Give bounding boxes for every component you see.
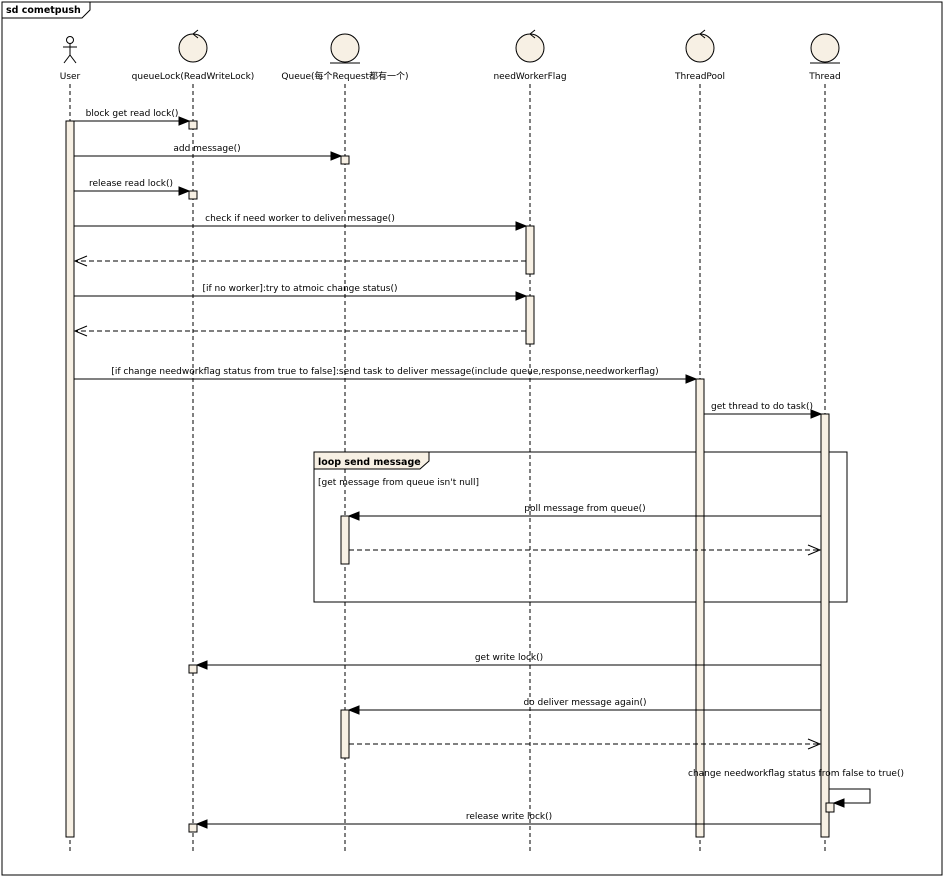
activation-needworkerflag-1 <box>525 225 535 275</box>
activation-queuelock-1 <box>188 120 198 130</box>
activation-queuelock-4 <box>188 823 198 833</box>
return-message-1 <box>73 255 526 267</box>
actor-icon <box>63 36 77 64</box>
activation-queue-1 <box>340 155 350 165</box>
lifeline-label-threadpool: ThreadPool <box>674 72 725 82</box>
message-label: get write lock() <box>475 653 543 663</box>
entity-icon <box>810 33 840 64</box>
message-add-message: add message() <box>74 144 343 161</box>
message-label: block get read lock() <box>86 109 179 119</box>
control-icon <box>178 29 208 63</box>
message-label: change needworkflag status from false to… <box>688 769 904 779</box>
lifeline-label-queue: Queue(每个Request都有一个) <box>281 70 408 82</box>
message-label: add message() <box>173 144 240 154</box>
lifeline-label-needworkerflag: needWorkerFlag <box>493 72 566 82</box>
message-release-read-lock: release read lock() <box>74 179 191 196</box>
lifeline-needworkerflag: needWorkerFlag <box>493 29 567 852</box>
activation-queue-2 <box>340 515 350 565</box>
messages: block get read lock() add message() rele… <box>73 109 904 829</box>
loop-title: loop send message <box>318 457 421 468</box>
message-poll-message: poll message from queue() <box>347 504 821 521</box>
message-label: check if need worker to deliver message(… <box>205 214 395 224</box>
message-label: release write lock() <box>466 812 552 822</box>
loop-fragment: loop send message [get message from queu… <box>313 451 848 603</box>
message-label: [if no worker]:try to atmoic change stat… <box>203 284 398 294</box>
message-check-need-worker: check if need worker to deliver message(… <box>74 214 528 231</box>
activation-threadpool <box>695 378 705 838</box>
message-label: [if change needworkflag status from true… <box>111 367 658 377</box>
message-label: poll message from queue() <box>524 504 645 514</box>
return-message-2 <box>73 325 526 337</box>
message-release-write-lock: release write lock() <box>195 812 821 829</box>
message-try-change-status: [if no worker]:try to atmoic change stat… <box>74 284 528 301</box>
activation-thread-self <box>825 802 835 813</box>
activation-thread <box>820 413 830 838</box>
lifeline-queuelock: queueLock(ReadWriteLock) <box>132 29 255 852</box>
control-icon <box>685 29 715 63</box>
message-block-get-read-lock: block get read lock() <box>74 109 191 126</box>
activation-user <box>65 120 75 838</box>
message-label: release read lock() <box>89 179 173 189</box>
return-message-3 <box>349 544 822 556</box>
message-deliver-again: do deliver message again() <box>347 698 821 715</box>
activation-queue-3 <box>340 709 350 759</box>
message-get-thread: get thread to do task() <box>704 402 823 419</box>
return-message-4 <box>349 738 822 750</box>
message-label: do deliver message again() <box>523 698 646 708</box>
activation-needworkerflag-2 <box>525 295 535 345</box>
control-icon <box>515 29 545 63</box>
message-send-task: [if change needworkflag status from true… <box>74 367 698 384</box>
activations <box>65 120 835 838</box>
entity-icon <box>330 33 360 64</box>
message-get-write-lock: get write lock() <box>195 653 821 670</box>
activation-queuelock-2 <box>188 190 198 200</box>
loop-guard: [get message from queue isn't null] <box>318 478 479 488</box>
lifeline-label-user: User <box>60 72 81 82</box>
message-change-status-self: change needworkflag status from false to… <box>688 769 904 808</box>
activation-queuelock-3 <box>188 664 198 674</box>
lifeline-label-thread: Thread <box>808 72 840 82</box>
lifeline-label-queuelock: queueLock(ReadWriteLock) <box>132 72 255 82</box>
frame-title: sd cometpush <box>6 5 81 16</box>
message-label: get thread to do task() <box>711 402 813 412</box>
